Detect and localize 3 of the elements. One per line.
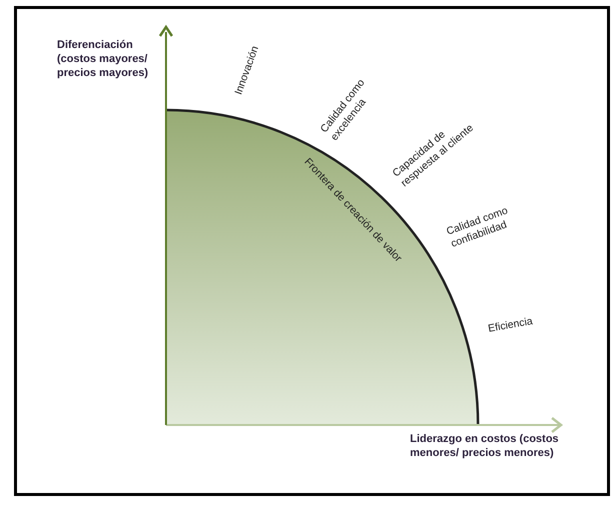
axis-label: Diferenciación (costos mayores/ precios mayores) [57,38,150,80]
strategy-label: Eficiencia [486,314,534,336]
axis-label: Liderazgo en costos (costos menores/ precios menores) [410,432,560,460]
